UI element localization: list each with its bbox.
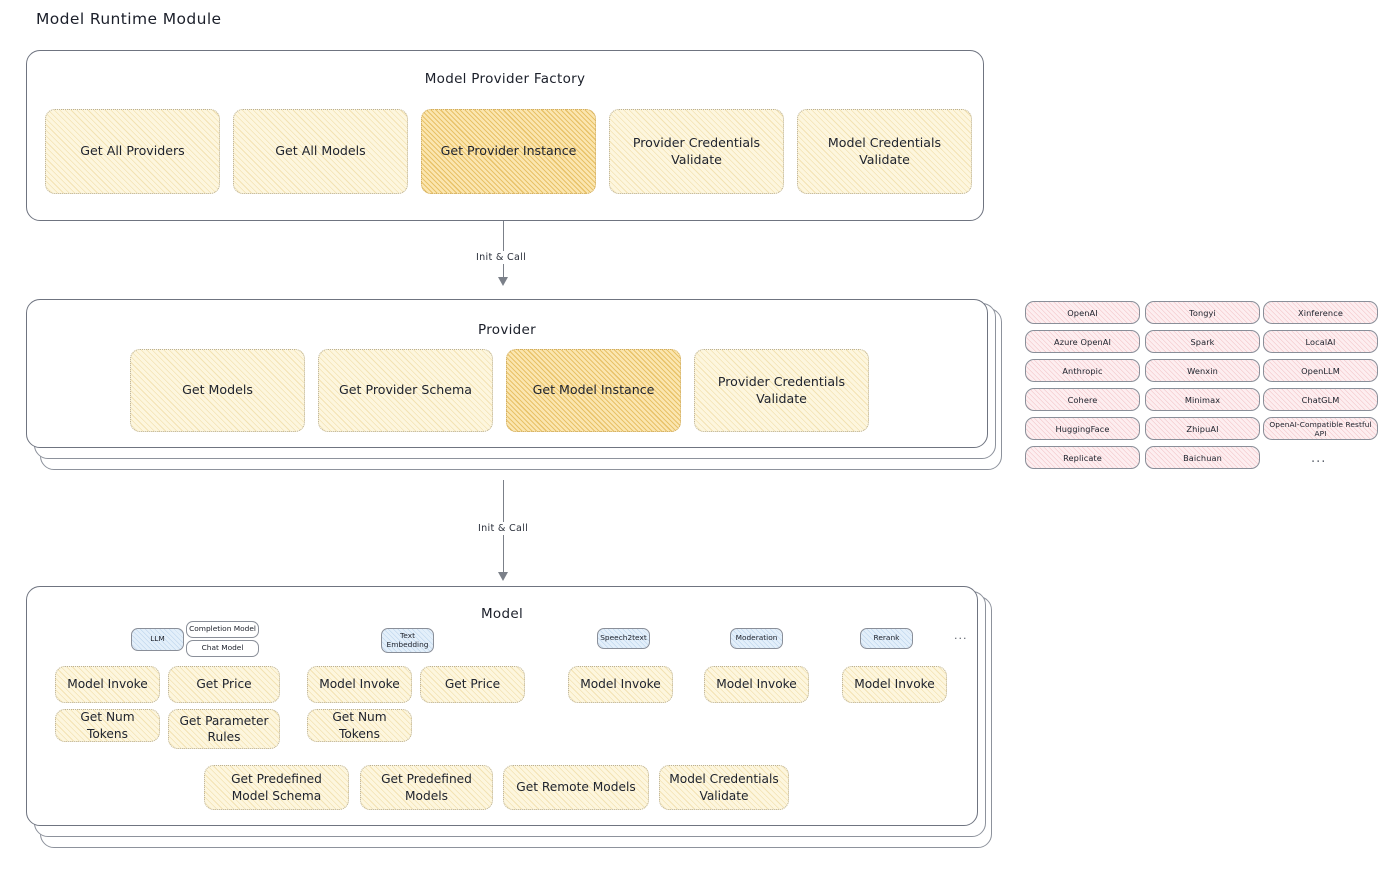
provider-method-get-provider-schema[interactable]: Get Provider Schema <box>318 349 493 432</box>
model-badge-speech2text[interactable]: Speech2text <box>597 628 650 649</box>
provider-chip-wenxin[interactable]: Wenxin <box>1145 359 1260 382</box>
connector-factory-to-provider-label: Init & Call <box>472 251 531 264</box>
model-badge-text-embedding[interactable]: Text Embedding <box>381 628 434 653</box>
provider-list-more: ... <box>1311 451 1327 466</box>
provider-chip-cohere[interactable]: Cohere <box>1025 388 1140 411</box>
connector-provider-to-model-label: Init & Call <box>474 522 533 535</box>
model-text-embedding-method-get-num-tokens[interactable]: Get Num Tokens <box>307 709 412 742</box>
model-rerank-method-model-invoke[interactable]: Model Invoke <box>842 666 947 703</box>
provider-title: Provider <box>478 322 536 338</box>
connector-factory-to-provider-line <box>503 221 504 279</box>
provider-chip-replicate[interactable]: Replicate <box>1025 446 1140 469</box>
provider-chip-chatglm[interactable]: ChatGLM <box>1263 388 1378 411</box>
provider-chip-azure-openai[interactable]: Azure OpenAI <box>1025 330 1140 353</box>
factory-method-get-all-models[interactable]: Get All Models <box>233 109 408 194</box>
model-badge-moderation[interactable]: Moderation <box>730 628 783 649</box>
provider-chip-minimax[interactable]: Minimax <box>1145 388 1260 411</box>
model-badge-llm[interactable]: LLM <box>131 628 184 651</box>
model-llm-method-get-num-tokens[interactable]: Get Num Tokens <box>55 709 160 742</box>
model-text-embedding-method-get-price[interactable]: Get Price <box>420 666 525 703</box>
model-common-method-get-remote-models[interactable]: Get Remote Models <box>503 765 649 810</box>
provider-container: Provider Get Models Get Provider Schema … <box>26 299 988 448</box>
page-title: Model Runtime Module <box>36 10 222 28</box>
model-llm-method-get-parameter-rules[interactable]: Get Parameter Rules <box>168 709 280 749</box>
model-common-method-get-predefined-models[interactable]: Get Predefined Models <box>360 765 493 810</box>
factory-method-provider-credentials-validate[interactable]: Provider Credentials Validate <box>609 109 784 194</box>
provider-method-get-model-instance[interactable]: Get Model Instance <box>506 349 681 432</box>
model-common-method-get-predefined-model-schema[interactable]: Get Predefined Model Schema <box>204 765 349 810</box>
model-provider-factory-title: Model Provider Factory <box>424 71 586 87</box>
model-llm-method-model-invoke[interactable]: Model Invoke <box>55 666 160 703</box>
factory-method-get-provider-instance[interactable]: Get Provider Instance <box>421 109 596 194</box>
provider-chip-openai[interactable]: OpenAI <box>1025 301 1140 324</box>
model-llm-method-get-price[interactable]: Get Price <box>168 666 280 703</box>
model-sub-badge-chat-model[interactable]: Chat Model <box>186 640 259 657</box>
provider-chip-huggingface[interactable]: HuggingFace <box>1025 417 1140 440</box>
provider-chip-xinference[interactable]: Xinference <box>1263 301 1378 324</box>
provider-chip-anthropic[interactable]: Anthropic <box>1025 359 1140 382</box>
provider-chip-localai[interactable]: LocalAI <box>1263 330 1378 353</box>
provider-chip-zhipuai[interactable]: ZhipuAI <box>1145 417 1260 440</box>
model-sub-badge-completion-model[interactable]: Completion Model <box>186 621 259 638</box>
model-title: Model <box>480 606 524 622</box>
model-common-method-model-credentials-validate[interactable]: Model Credentials Validate <box>659 765 789 810</box>
factory-method-model-credentials-validate[interactable]: Model Credentials Validate <box>797 109 972 194</box>
model-moderation-method-model-invoke[interactable]: Model Invoke <box>704 666 809 703</box>
provider-chip-openllm[interactable]: OpenLLM <box>1263 359 1378 382</box>
model-groups-more: ... <box>954 629 968 642</box>
provider-method-provider-credentials-validate[interactable]: Provider Credentials Validate <box>694 349 869 432</box>
provider-chip-tongyi[interactable]: Tongyi <box>1145 301 1260 324</box>
connector-provider-to-model-arrowhead <box>498 572 508 581</box>
provider-chip-openai-compatible-restful-api[interactable]: OpenAI-Compatible Restful API <box>1263 417 1378 440</box>
model-container: Model LLM Completion Model Chat Model Mo… <box>26 586 978 826</box>
connector-factory-to-provider-arrowhead <box>498 277 508 286</box>
model-text-embedding-method-model-invoke[interactable]: Model Invoke <box>307 666 412 703</box>
model-speech2text-method-model-invoke[interactable]: Model Invoke <box>568 666 673 703</box>
factory-method-get-all-providers[interactable]: Get All Providers <box>45 109 220 194</box>
provider-method-get-models[interactable]: Get Models <box>130 349 305 432</box>
provider-chip-baichuan[interactable]: Baichuan <box>1145 446 1260 469</box>
model-badge-rerank[interactable]: Rerank <box>860 628 913 649</box>
model-provider-factory-container: Model Provider Factory Get All Providers… <box>26 50 984 221</box>
provider-chip-spark[interactable]: Spark <box>1145 330 1260 353</box>
